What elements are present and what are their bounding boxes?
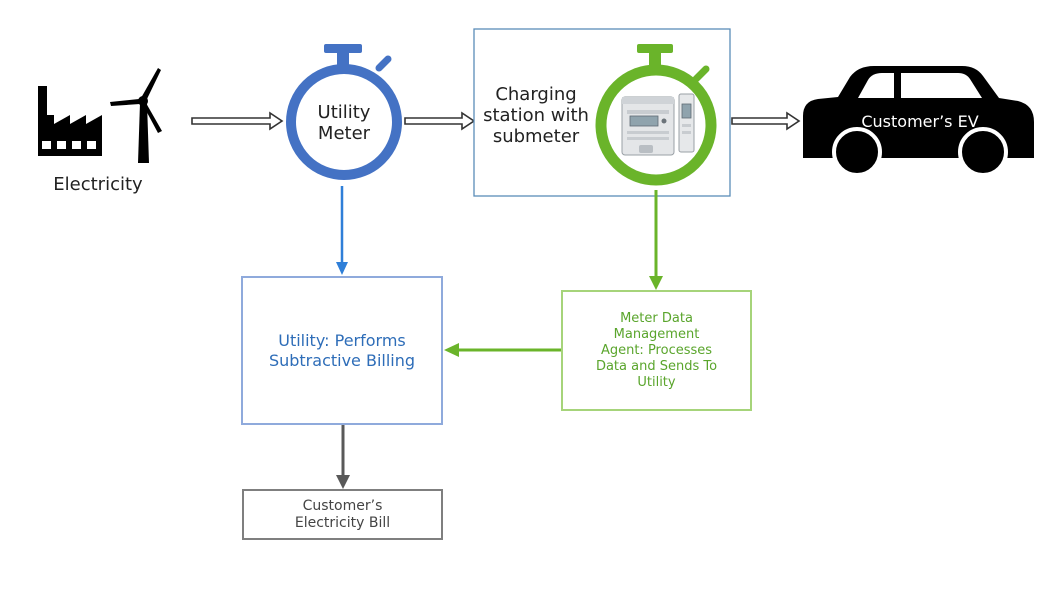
mdm-agent-box: Meter Data Management Agent: Processes D… xyxy=(561,290,752,411)
arrow-station-to-mdm-head xyxy=(649,276,663,290)
mdm-agent-label: Meter Data Management Agent: Processes D… xyxy=(595,310,718,390)
arrow-billing-to-bill-head xyxy=(336,475,350,489)
customer-bill-label: Customer’s Electricity Bill xyxy=(294,497,391,531)
customer-bill-box: Customer’s Electricity Bill xyxy=(242,489,443,540)
charging-station-label: Charging station with submeter xyxy=(483,83,589,147)
utility-billing-label: Utility: Performs Subtractive Billing xyxy=(268,330,416,370)
submeter-device-icon xyxy=(595,44,717,186)
utility-billing-box: Utility: Performs Subtractive Billing xyxy=(241,276,443,425)
utility-meter-label: Utility Meter xyxy=(317,102,371,144)
arrow-station-to-ev xyxy=(731,111,801,131)
arrow-mdm-to-billing-head xyxy=(444,343,459,357)
arrow-meter-to-billing-head xyxy=(336,262,348,275)
factory-wind-turbine-icon xyxy=(38,68,162,163)
car-icon xyxy=(803,66,1034,177)
utility-meter-stopwatch-icon xyxy=(286,44,402,180)
electricity-label: Electricity xyxy=(53,173,143,195)
arrow-meter-to-station xyxy=(404,111,476,131)
arrow-electricity-to-meter xyxy=(191,111,284,131)
customer-ev-label: Customer’s EV xyxy=(861,111,979,131)
